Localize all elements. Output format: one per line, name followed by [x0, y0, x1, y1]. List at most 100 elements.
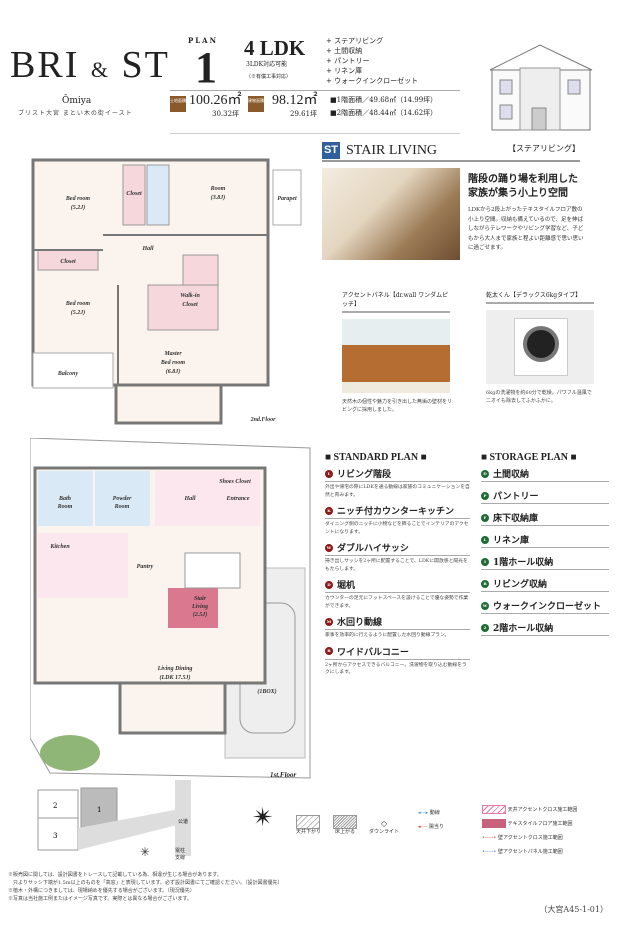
feature-label: 乾太くん【デラックス6kgタイプ】	[486, 290, 594, 304]
room-label: Powder	[113, 496, 132, 502]
room-label: Room	[210, 186, 226, 192]
site-legend: 電柱支線	[175, 848, 186, 861]
divider	[170, 90, 460, 91]
room-label: Closet	[60, 259, 76, 265]
accent-panel-feature: アクセントパネル【dr.wall ワンダムピッチ】 天然木の個性や魅力を引き出し…	[342, 290, 452, 414]
room-label: Room	[57, 504, 73, 510]
building-tsubo: 29.61坪	[290, 110, 318, 118]
layout-alt: 3LDK対応可能	[246, 61, 288, 68]
section-title: STAIR LIVING	[346, 143, 438, 158]
stair-living-photo	[322, 168, 460, 260]
feature-item: + リネン庫	[326, 67, 363, 75]
room-label: Room	[114, 504, 130, 510]
floor2-area: ■2階面積／48.44㎡（14.62坪）	[330, 109, 438, 117]
floor1-area: ■1階面積／49.68㎡（14.99坪）	[330, 96, 438, 104]
room-label: Living	[191, 604, 208, 610]
feature-list: + ステアリビング + 土間収納 + パントリー + リネン庫 + ウォークイン…	[326, 36, 418, 86]
room-label: (1BOX)	[257, 688, 276, 695]
room-label: Balcony	[57, 371, 79, 377]
floor-plan-2nd: Bed room (5.2J) Closet Room (3.8J) Parapet…	[31, 158, 302, 425]
land-tsubo: 30.32坪	[212, 110, 240, 118]
property-subtitle: ブリスト大宮 まとい木の街イースト	[18, 110, 133, 117]
line-legend: ◂---▸ 動線 ◂---- 陽当り	[418, 810, 444, 830]
plan-label: PLAN	[188, 36, 219, 45]
lot-number: 3	[53, 832, 57, 840]
area-name: Ōmiya	[62, 96, 92, 106]
stair-living-description: LDKから2段上がったテキスタイルフロア敷の小上り空間。収納も備えているので、足…	[468, 207, 584, 251]
plan-number: 1	[195, 43, 217, 92]
building-area: 98.12㎡	[272, 93, 318, 108]
section-title-jp: 【ステアリビング】	[508, 144, 580, 153]
floor1-label: 1st.Floor	[270, 771, 297, 779]
room-label: Pantry	[137, 564, 154, 570]
room-label: Entrance	[225, 496, 249, 502]
room-label: Closet	[182, 302, 198, 308]
lot-number: 1	[97, 806, 101, 814]
room-label: Shoes Closet	[219, 479, 251, 485]
dryer-feature: 乾太くん【デラックス6kgタイプ】 6kgの洗濯物を約60分で乾燥。パワフル温風…	[486, 290, 596, 405]
room-label: (6.8J)	[166, 368, 181, 375]
accent-panel-photo	[342, 319, 450, 393]
building-badge: 建物面積	[248, 96, 264, 112]
land-badge: 土地面積	[170, 96, 186, 112]
room-label: (5.2J)	[71, 309, 86, 316]
room-label: Bath	[58, 496, 72, 502]
feature-caption: 6kgの洗濯物を約60分で乾燥。パワフル温風でニオイも除去してふかふかに。	[486, 390, 592, 404]
land-area: 100.26㎡	[189, 93, 242, 108]
room-label: (5.2J)	[71, 204, 86, 211]
room-label: (3.8J)	[211, 194, 226, 201]
lot-number: 2	[53, 802, 57, 810]
room-label: Parapet	[277, 196, 297, 202]
room-label: Bed room	[160, 360, 186, 366]
room-label: Walk-in	[180, 293, 200, 299]
site-compass-icon: ✳	[140, 845, 151, 859]
stair-living-headline: 階段の踊り場を利用した家族が集う小上り空間	[468, 174, 578, 199]
feature-caption: 天然木の個性や魅力を引き出した無垢の壁材をリビングに採用しました。	[342, 399, 453, 413]
room-label: Stair	[194, 596, 207, 602]
room-label: Closet	[126, 191, 142, 197]
stair-living-header: ST STAIR LIVING 【ステアリビング】	[322, 142, 580, 162]
dryer-photo	[486, 310, 594, 384]
compass-icon: ✴	[252, 803, 274, 833]
road-label: 公道	[178, 818, 188, 825]
standard-plan-title: ■ STANDARD PLAN ■	[325, 452, 427, 463]
room-label: Living Dining	[157, 666, 193, 672]
feature-item: + ステアリビング	[326, 37, 384, 45]
layout-note: （※有償工事対応）	[246, 74, 292, 80]
room-label: Bed room	[65, 301, 91, 307]
divider	[170, 133, 460, 134]
symbol-legend: 天井下がり 床上がる ◇ダウンライト	[296, 815, 399, 836]
feature-item: + ウォークインクローゼット	[326, 77, 419, 85]
room-label: Master	[163, 351, 182, 357]
room-label: (2.5J)	[193, 611, 208, 618]
site-map: 2 1 3 公道	[37, 780, 191, 856]
disclaimer-notes: ※販売図に関しては、設計図書をトレースして記載している為、相違が生じる場合があり…	[8, 872, 283, 902]
layout-type: 4 LDK	[244, 36, 306, 60]
floor-areas: ■1階面積／49.68㎡（14.99坪） ■2階面積／48.44㎡（14.62坪…	[330, 94, 437, 120]
document-code: （大宮A45-1-01）	[539, 905, 608, 914]
brand-title: BRI & ST	[10, 44, 170, 86]
room-label: Bed room	[65, 196, 91, 202]
house-elevation-illustration	[489, 44, 593, 131]
floor2-label: 2nd.Floor	[250, 417, 277, 423]
storage-plan-title: ■ STORAGE PLAN ■	[481, 452, 577, 463]
feature-item: + 土間収納	[326, 47, 363, 55]
room-label: Kitchen	[49, 544, 70, 550]
st-badge: ST	[322, 142, 340, 159]
